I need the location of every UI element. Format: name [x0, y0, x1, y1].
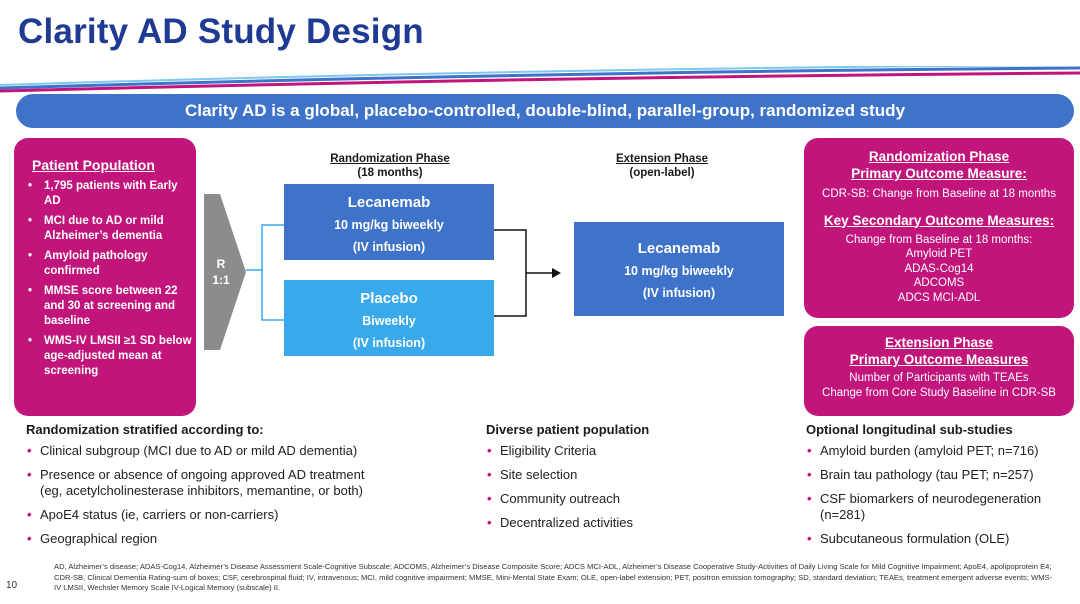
list-item: Community outreach	[486, 491, 786, 507]
list-item: Clinical subgroup (MCI due to AD or mild…	[26, 443, 466, 459]
page-number: 10	[6, 580, 18, 591]
list-item: Brain tau pathology (tau PET; n=257)	[806, 467, 1076, 483]
stratification-section: Randomization stratified according to: C…	[26, 422, 466, 547]
list-item: MMSE score between 22 and 30 at screenin…	[24, 284, 194, 329]
section-heading: Optional longitudinal sub-studies	[806, 422, 1013, 437]
list-item: Amyloid burden (amyloid PET; n=716)	[806, 443, 1076, 459]
abbreviations-footnote: AD, Alzheimer’s disease; ADAS-Cog14, Alz…	[54, 562, 1053, 593]
section-heading: Diverse patient population	[486, 422, 650, 437]
list-item: Eligibility Criteria	[486, 443, 786, 459]
patient-population-list: 1,795 patients with Early AD MCI due to …	[24, 179, 194, 384]
list-item: Change from Core Study Baseline in CDR-S…	[822, 386, 1056, 399]
list-item: Subcutaneous formulation (OLE)	[806, 531, 1076, 547]
list-item: Site selection	[486, 467, 786, 483]
list-item: CSF biomarkers of neurodegeneration (n=2…	[806, 491, 1076, 523]
diverse-section: Diverse patient population Eligibility C…	[486, 422, 786, 531]
list-item: ADCOMS	[913, 277, 965, 289]
list-item: ADAS-Cog14	[904, 262, 974, 275]
extension-phase-header: Extension Phase (open-label)	[615, 153, 709, 179]
extension-outcomes-box: Extension Phase Primary Outcome Measures…	[804, 326, 1074, 416]
substudies-section: Optional longitudinal sub-studies Amyloi…	[806, 422, 1076, 547]
patient-population-box: Patient Population 1,795 patients with E…	[14, 138, 196, 416]
randomization-ratio: R 1:1	[212, 257, 230, 287]
list-item: 1,795 patients with Early AD	[24, 179, 194, 209]
randomization-outcomes-box: Randomization Phase Primary Outcome Meas…	[804, 138, 1074, 318]
list-item: WMS-IV LMSII ≥1 SD below age-adjusted me…	[24, 334, 194, 379]
randomization-chevron	[204, 194, 246, 350]
extension-arm-box: Lecanemab 10 mg/kg biweekly (IV infusion…	[574, 222, 784, 316]
list-item: ADCS MCI-ADL	[897, 291, 981, 304]
list-item: ApoE4 status (ie, carriers or non-carrie…	[26, 507, 466, 523]
list-item: Presence or absence of ongoing approved …	[26, 467, 466, 499]
merge-connector	[494, 229, 561, 317]
patient-population-title: Patient Population	[32, 157, 155, 173]
list-item: MCI due to AD or mild Alzheimer’s dement…	[24, 214, 194, 244]
randomization-phase-header: Randomization Phase (18 months)	[330, 153, 450, 179]
placebo-arm-box: Placebo Biweekly (IV infusion)	[284, 280, 494, 356]
list-item: Amyloid pathology confirmed	[24, 249, 194, 279]
list-item: Geographical region	[26, 531, 466, 547]
decorative-swoosh	[0, 66, 1080, 93]
list-item: Amyloid PET	[905, 248, 973, 260]
section-heading: Randomization stratified according to:	[26, 422, 264, 437]
list-item: Decentralized activities	[486, 515, 786, 531]
list-item: Number of Participants with TEAEs	[849, 372, 1029, 384]
lecanemab-arm-box: Lecanemab 10 mg/kg biweekly (IV infusion…	[284, 184, 494, 260]
study-summary-banner: Clarity AD is a global, placebo-controll…	[16, 94, 1074, 128]
page-title: Clarity AD Study Design	[18, 12, 424, 51]
